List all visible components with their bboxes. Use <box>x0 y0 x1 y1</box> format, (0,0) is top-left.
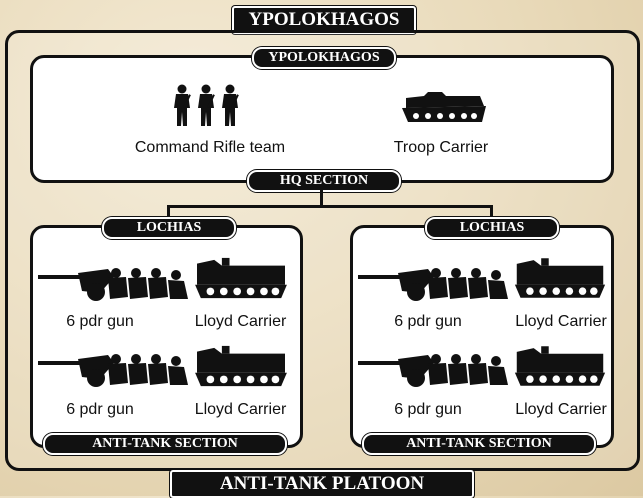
gun-team-icon <box>38 268 188 301</box>
right-section-title: Lochias <box>425 217 559 239</box>
right-row1-carrier-label: Lloyd Carrier <box>515 313 607 330</box>
bottom-title: Anti-tank Platoon <box>170 470 474 498</box>
lloyd-carrier-icon <box>514 346 606 386</box>
gun-team-icon <box>358 354 508 387</box>
connector-vertical <box>320 190 323 207</box>
connector-right-drop <box>490 205 493 219</box>
rifle-team-icon <box>174 84 239 126</box>
right-row2-gun-label: 6 pdr gun <box>394 401 462 418</box>
hq-title: Ypolokhagos <box>252 47 396 69</box>
hq-unit-label-rifle: Command Rifle team <box>134 139 286 156</box>
hq-panel <box>30 55 614 183</box>
left-row1-carrier-label: Lloyd Carrier <box>194 313 287 330</box>
anti-tank-section-left <box>30 225 303 448</box>
right-row2-carrier-label: Lloyd Carrier <box>515 401 607 418</box>
troop-carrier-icon <box>402 92 486 122</box>
right-section-footer: Anti-tank Section <box>362 433 596 455</box>
hq-unit-label-carrier: Troop Carrier <box>393 139 489 156</box>
lloyd-carrier-icon <box>514 258 606 298</box>
lloyd-carrier-icon <box>195 257 287 299</box>
hq-section-label: HQ Section <box>247 170 401 192</box>
left-row2-gun-label: 6 pdr gun <box>66 401 134 418</box>
top-title: Ypolokhagos <box>232 6 416 34</box>
connector-left-drop <box>167 205 170 219</box>
left-section-title: Lochias <box>102 217 236 239</box>
gun-team-icon <box>358 268 508 301</box>
left-section-footer: Anti-tank Section <box>43 433 287 455</box>
left-row2-carrier-label: Lloyd Carrier <box>194 401 287 418</box>
connector-horizontal <box>167 205 493 208</box>
anti-tank-section-right <box>350 225 614 448</box>
gun-team-icon <box>38 354 188 387</box>
lloyd-carrier-icon <box>195 345 287 387</box>
left-row1-gun-label: 6 pdr gun <box>66 313 134 330</box>
right-row1-gun-label: 6 pdr gun <box>394 313 462 330</box>
